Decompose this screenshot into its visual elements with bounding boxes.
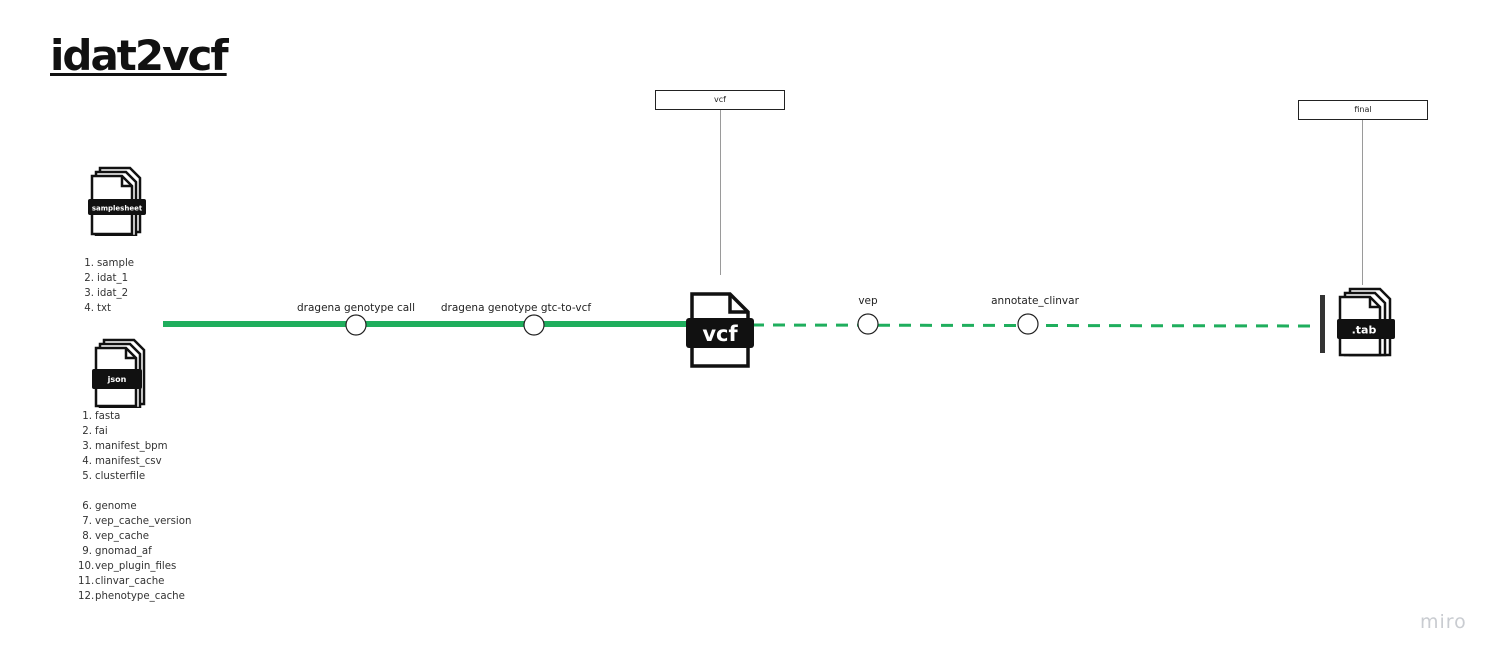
list-item: 4.manifest_csv bbox=[82, 456, 162, 467]
diagram-title: idat2vcf bbox=[50, 31, 229, 80]
vcf-connector-line bbox=[720, 110, 721, 275]
step-node-annotate-clinvar[interactable] bbox=[1017, 313, 1039, 335]
samplesheet-icon-label: samplesheet bbox=[92, 205, 143, 213]
list-item: 10.vep_plugin_files bbox=[78, 561, 177, 572]
vcf-output-box[interactable]: vcf bbox=[655, 90, 785, 110]
vcf-file-icon: vcf bbox=[686, 292, 754, 368]
list-item: 2.fai bbox=[82, 426, 108, 437]
list-item: 9.gnomad_af bbox=[82, 546, 152, 557]
step-node-vep[interactable] bbox=[857, 313, 879, 335]
list-item: 12.phenotype_cache bbox=[78, 591, 185, 602]
list-item: 3.manifest_bpm bbox=[82, 441, 168, 452]
miro-watermark: miro bbox=[1420, 611, 1467, 633]
vcf-icon-label: vcf bbox=[702, 322, 738, 346]
step-node-gtc-to-vcf[interactable] bbox=[523, 314, 545, 336]
json-field-list: 1.fasta 2.fai 3.manifest_bpm 4.manifest_… bbox=[78, 409, 191, 604]
list-item: 8.vep_cache bbox=[82, 531, 150, 542]
list-item: 11.clinvar_cache bbox=[78, 576, 165, 587]
list-spacer bbox=[78, 484, 191, 499]
tab-file-icon: .tab bbox=[1337, 287, 1395, 357]
list-item: 4.txt bbox=[84, 303, 112, 314]
step-label-annotate-clinvar: annotate_clinvar bbox=[991, 295, 1079, 307]
step-label-dragena-call: dragena genotype call bbox=[296, 302, 416, 314]
tab-icon-label: .tab bbox=[1352, 324, 1377, 337]
json-file-icon: json bbox=[92, 338, 146, 408]
final-output-box[interactable]: final bbox=[1298, 100, 1428, 120]
step-label-vep: vep bbox=[858, 295, 878, 307]
step-node-dragena-call[interactable] bbox=[345, 314, 367, 336]
list-item: 3.idat_2 bbox=[84, 288, 129, 299]
list-item: 2.idat_1 bbox=[84, 273, 129, 284]
final-connector-line bbox=[1362, 120, 1363, 285]
list-item: 6.genome bbox=[82, 501, 137, 512]
samplesheet-field-list: 1.sample 2.idat_1 3.idat_2 4.txt bbox=[80, 256, 134, 316]
json-icon-label: json bbox=[107, 375, 127, 384]
end-bar bbox=[1320, 295, 1325, 353]
list-item: 7.vep_cache_version bbox=[82, 516, 192, 527]
list-item: 1.sample bbox=[84, 258, 135, 269]
list-item: 1.fasta bbox=[82, 411, 121, 422]
list-item: 5.clusterfile bbox=[82, 471, 146, 482]
samplesheet-file-icon: samplesheet bbox=[88, 166, 146, 236]
step-label-gtc-to-vcf: dragena genotype gtc-to-vcf bbox=[440, 302, 592, 314]
